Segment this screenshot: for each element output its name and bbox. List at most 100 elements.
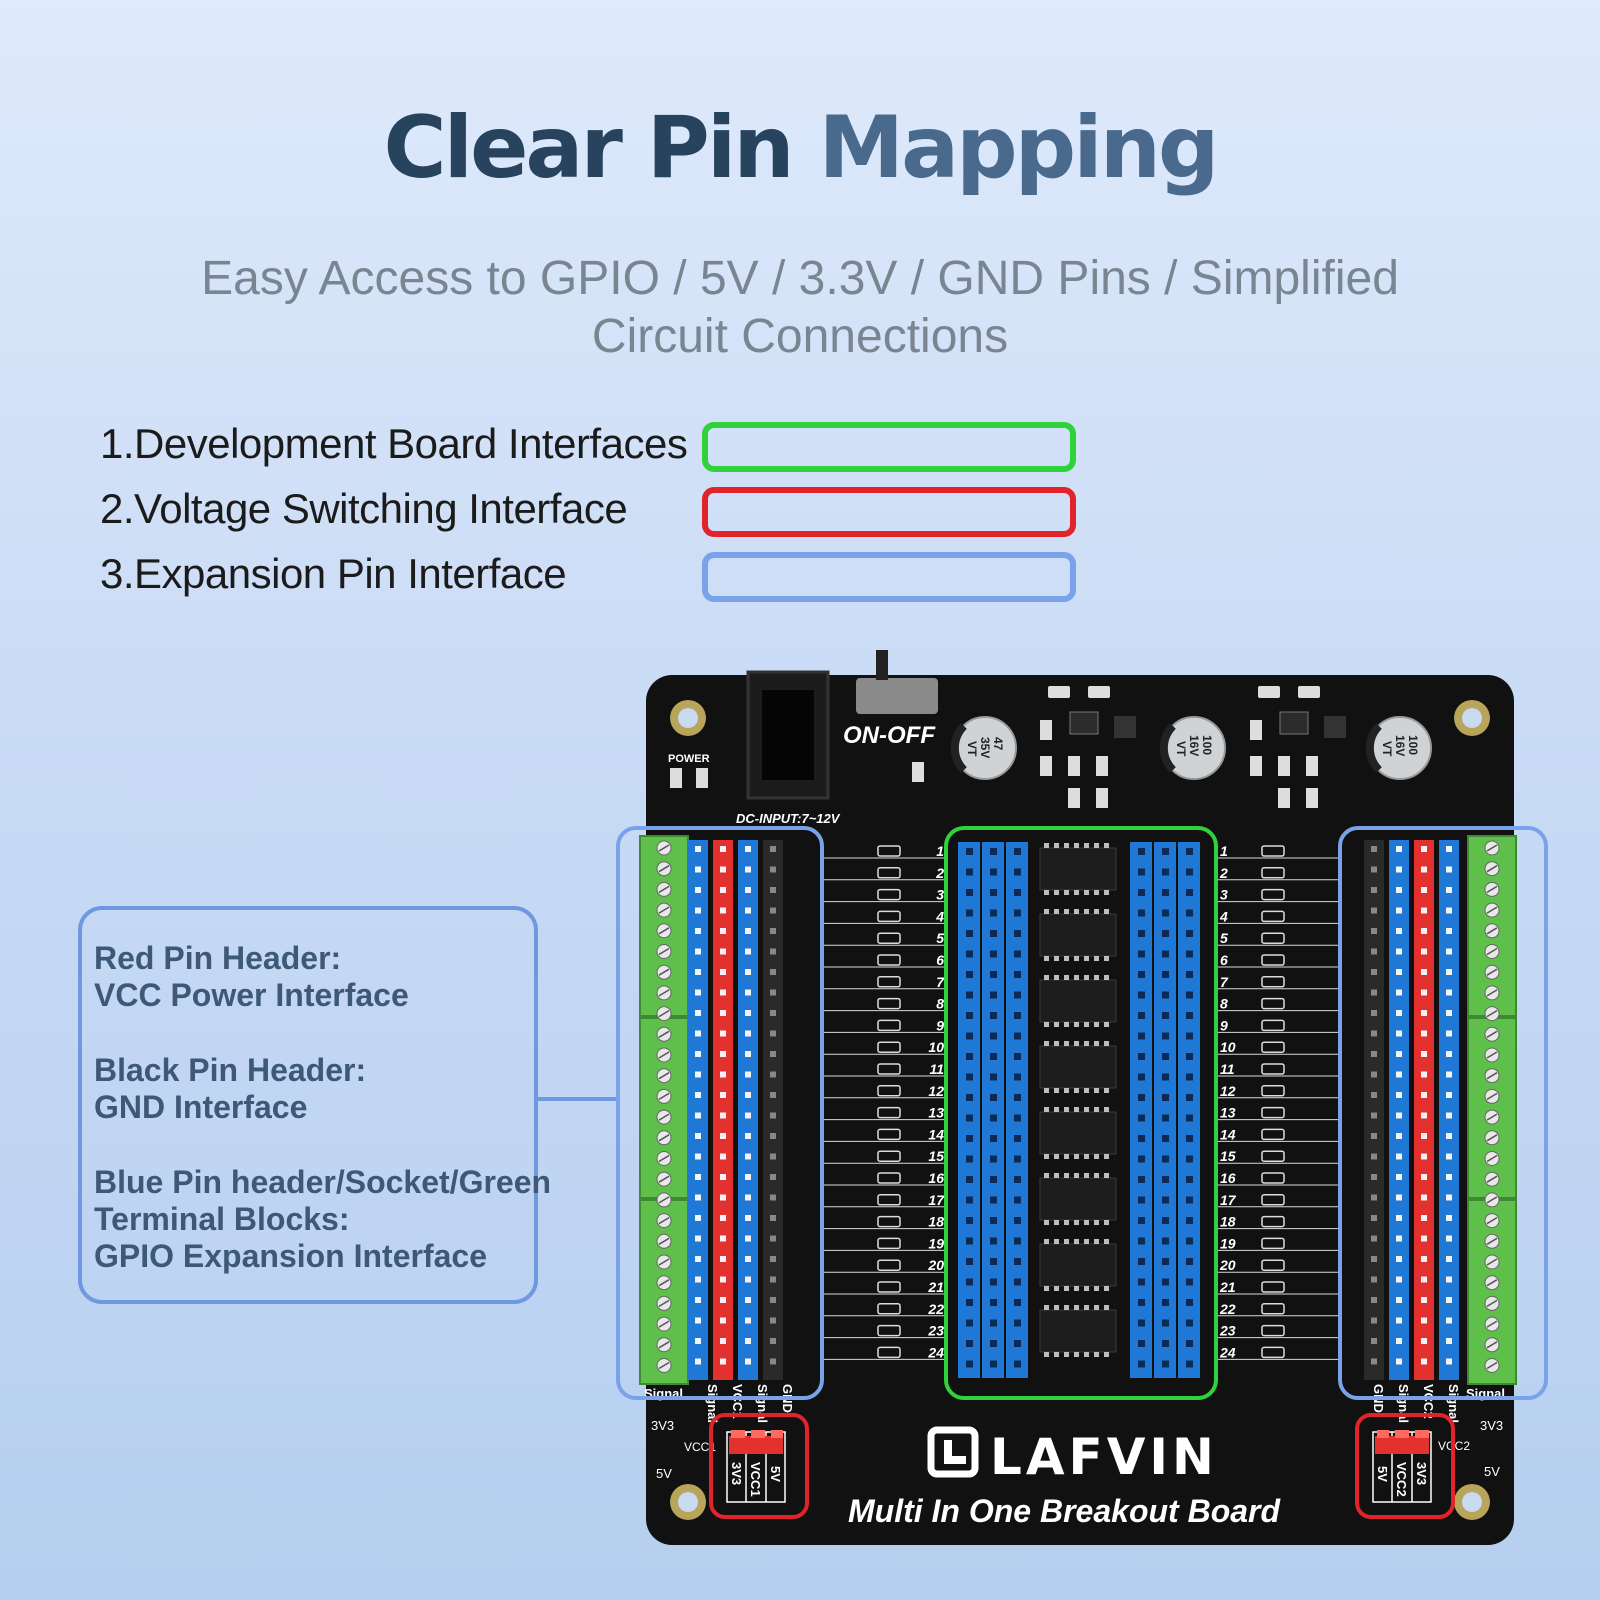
svg-text:100: 100: [1406, 735, 1420, 755]
product-name: Multi In One Breakout Board: [848, 1493, 1281, 1529]
lafvin-logo: LAFVIN: [927, 1426, 1218, 1486]
row-number-left: 4: [935, 908, 944, 924]
row-number-right: 10: [1220, 1039, 1236, 1055]
row-number-right: 4: [1219, 908, 1228, 924]
svg-text:VCC1: VCC1: [748, 1462, 763, 1497]
row-number-right: 20: [1219, 1257, 1236, 1273]
row-number-left: 23: [927, 1323, 944, 1339]
legend-label: 3.Expansion Pin Interface: [100, 550, 567, 597]
development-board-sockets: [958, 842, 1200, 1378]
row-number-right: 9: [1220, 1017, 1228, 1033]
row-number-right: 1: [1220, 843, 1228, 859]
red-header-desc: VCC Power Interface: [94, 977, 409, 1013]
row-number-left: 2: [935, 865, 944, 881]
svg-text:3V3: 3V3: [729, 1462, 744, 1485]
capacitor-left: 47 35V VT: [950, 716, 1017, 780]
row-number-left: 17: [928, 1192, 945, 1208]
svg-text:VT: VT: [1174, 741, 1188, 757]
row-number-left: 1: [936, 843, 944, 859]
row-number-right: 19: [1220, 1235, 1236, 1251]
svg-text:5V: 5V: [768, 1466, 783, 1482]
row-number-left: 13: [928, 1105, 944, 1121]
row-number-right: 3: [1220, 887, 1228, 903]
row-number-left: 19: [928, 1235, 944, 1251]
row-number-left: 21: [927, 1279, 944, 1295]
development-board-outline: [944, 826, 1218, 1400]
row-number-right: 13: [1220, 1105, 1236, 1121]
right-5v-label: 5V: [1484, 1464, 1500, 1479]
power-switch[interactable]: [856, 678, 938, 714]
blue-header-title-2: Terminal Blocks:: [94, 1201, 350, 1237]
row-number-right: 2: [1219, 865, 1228, 881]
page-title: Clear Pin Mapping: [0, 98, 1600, 198]
row-number-left: 10: [928, 1039, 944, 1055]
pin-color-callout: Red Pin Header:VCC Power Interface Black…: [78, 906, 551, 1304]
black-header-title: Black Pin Header:: [94, 1052, 367, 1088]
row-number-right: 21: [1219, 1279, 1236, 1295]
svg-text:VT: VT: [965, 741, 979, 757]
svg-text:VT: VT: [1380, 741, 1394, 757]
right-3v3-label: 3V3: [1480, 1418, 1503, 1433]
row-number-right: 22: [1219, 1301, 1236, 1317]
row-number-left: 22: [927, 1301, 944, 1317]
row-number-left: 14: [928, 1126, 944, 1142]
left-voltage-jumper[interactable]: 3V3 VCC1 5V: [726, 1430, 786, 1503]
row-number-right: 24: [1219, 1344, 1236, 1360]
svg-text:5V: 5V: [1375, 1466, 1390, 1482]
row-number-right: 12: [1220, 1083, 1236, 1099]
svg-text:16V: 16V: [1187, 735, 1201, 756]
legend-label: 1.Development Board Interfaces: [100, 420, 688, 467]
svg-text:VCC2: VCC2: [1394, 1462, 1409, 1497]
column-label-left: VCC1: [730, 1384, 745, 1419]
row-number-right: 6: [1220, 952, 1228, 968]
column-label-right: Signal: [1396, 1384, 1411, 1423]
row-number-left: 15: [928, 1148, 944, 1164]
page-subtitle: Easy Access to GPIO / 5V / 3.3V / GND Pi…: [201, 252, 1399, 363]
mounting-holes: [670, 700, 1490, 1520]
svg-text:100: 100: [1200, 735, 1214, 755]
row-number-right: 7: [1220, 974, 1229, 990]
left-vcc1-label: VCC1: [684, 1440, 716, 1454]
row-number-right: 11: [1220, 1061, 1235, 1077]
left-3v3-label: 3V3: [651, 1418, 674, 1433]
dc-input-label: DC-INPUT:7~12V: [736, 811, 841, 826]
switch-label: ON-OFF: [843, 722, 936, 749]
title-part-1: Clear Pin: [383, 98, 819, 198]
row-number-right: 16: [1220, 1170, 1236, 1186]
row-number-left: 5: [936, 930, 944, 946]
voltage-switch-outline-left: [709, 1413, 809, 1519]
legend-swatch-green: [702, 422, 1076, 472]
svg-text:35V: 35V: [978, 737, 992, 758]
svg-text:16V: 16V: [1393, 735, 1407, 756]
smd-components: [912, 686, 1320, 808]
capacitor-right: 100 16V VT: [1365, 716, 1432, 780]
row-traces: [822, 845, 1340, 1360]
row-number-right: 17: [1220, 1192, 1237, 1208]
right-voltage-jumper[interactable]: 5V VCC2 3V3: [1372, 1430, 1432, 1503]
column-label-left: Signal: [755, 1384, 770, 1423]
row-number-right: 18: [1220, 1214, 1236, 1230]
legend-swatch-blue: [702, 552, 1076, 602]
row-number-right: 15: [1220, 1148, 1236, 1164]
row-number-left: 8: [936, 996, 944, 1012]
black-header-desc: GND Interface: [94, 1089, 308, 1125]
row-number-right: 23: [1219, 1323, 1236, 1339]
column-label-right: VCC2: [1421, 1384, 1436, 1419]
brand-name: LAFVIN: [990, 1428, 1218, 1486]
row-number-left: 6: [936, 952, 944, 968]
voltage-switch-outline-right: [1355, 1413, 1455, 1519]
row-number-left: 12: [928, 1083, 944, 1099]
blue-header-desc: GPIO Expansion Interface: [94, 1238, 487, 1274]
row-number-left: 3: [936, 887, 944, 903]
row-number-left: 18: [928, 1214, 944, 1230]
callout-connector-line: [538, 1097, 618, 1101]
legend-swatch-red: [702, 487, 1076, 537]
red-header-title: Red Pin Header:: [94, 940, 342, 976]
row-number-right: 8: [1220, 996, 1228, 1012]
svg-text:3V3: 3V3: [1414, 1462, 1429, 1485]
column-label-right: Signal: [1446, 1384, 1461, 1423]
row-number-left: 24: [927, 1344, 944, 1360]
left-5v-label: 5V: [656, 1466, 672, 1481]
